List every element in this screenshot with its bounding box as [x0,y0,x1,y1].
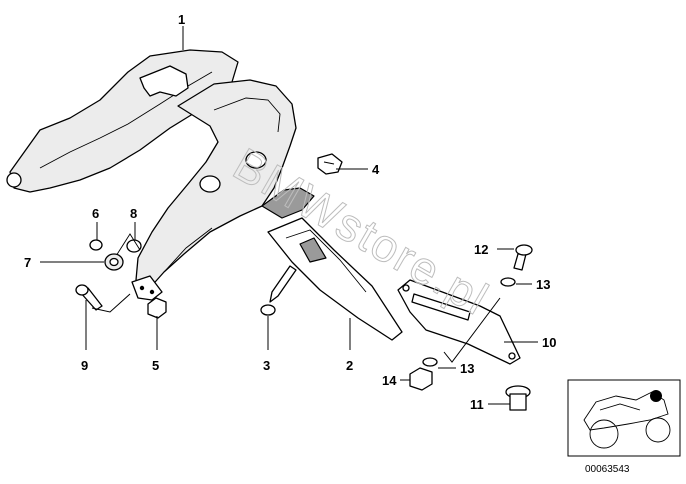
nut-5 [147,297,167,319]
license-plate-holder [267,217,403,341]
screw-3 [260,265,297,316]
label-part-13-lower: 13 [460,361,474,376]
rear-fender-upper [6,49,239,193]
label-part-10: 10 [542,335,556,350]
washers-13 [422,277,516,367]
grommet-6 [89,239,103,251]
label-part-3: 3 [263,358,270,373]
rear-fender-lower [131,79,315,301]
rubber-buffer-11 [505,385,531,411]
label-part-11: 11 [470,397,484,412]
label-part-8: 8 [130,206,137,221]
nut-14 [409,367,433,391]
label-part-1: 1 [178,12,185,27]
mounting-plate-10 [397,279,521,365]
label-part-14: 14 [382,373,397,388]
locator-marker [650,390,662,402]
image-code: 00063543 [585,464,630,475]
locator-thumbnail: 00063543 [567,379,681,475]
part-labels: 1 2 3 4 5 6 7 8 9 10 11 12 13 13 14 [24,12,556,412]
clip-4 [317,153,343,175]
label-part-7: 7 [24,255,31,270]
label-part-2: 2 [346,358,353,373]
screw-12 [513,244,533,271]
leader-lines [40,26,538,405]
label-part-12: 12 [474,242,488,257]
label-part-13-upper: 13 [536,277,550,292]
label-part-6: 6 [92,206,99,221]
label-part-9: 9 [81,358,88,373]
label-part-4: 4 [372,162,380,177]
hardware-small [75,233,167,319]
label-part-5: 5 [152,358,159,373]
bushing-8 [126,239,142,253]
